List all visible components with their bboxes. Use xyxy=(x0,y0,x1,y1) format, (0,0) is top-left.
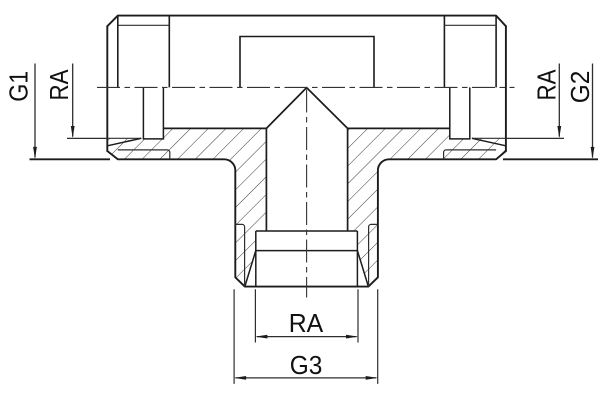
dimension-g3: G3 xyxy=(233,289,379,384)
ra-bottom-label: RA xyxy=(289,308,324,338)
section-hatching xyxy=(107,128,506,287)
g3-arrowhead-right xyxy=(365,376,378,380)
g1-arrowhead xyxy=(33,146,37,159)
leg-port-cone-right xyxy=(356,250,370,287)
ra-bottom-arrowhead-left xyxy=(255,334,268,339)
right-port-groove xyxy=(449,87,471,140)
dimension-ra-right: RA xyxy=(505,63,564,140)
g2-arrowhead xyxy=(590,146,595,159)
leg-thread-left xyxy=(235,223,246,287)
dimension-ra-left: RA xyxy=(44,63,108,140)
left-port-groove xyxy=(142,87,165,140)
dimension-g2: G2 xyxy=(503,63,598,161)
dimension-g1: G1 xyxy=(4,63,110,161)
ra-bottom-arrowhead-right xyxy=(346,334,358,339)
root-bottom-right xyxy=(443,149,497,160)
dimension-ra-bottom: RA xyxy=(254,289,359,343)
top-center-feature xyxy=(239,35,375,88)
thread-root-lines xyxy=(117,24,497,160)
thread-boundaries xyxy=(117,15,497,88)
g2-label: G2 xyxy=(565,71,595,104)
ra-right-label: RA xyxy=(531,69,561,101)
hatch-area-right xyxy=(347,128,506,287)
right-port-cone xyxy=(471,137,507,147)
right-port xyxy=(449,87,507,147)
outline-top xyxy=(106,14,507,28)
hatch-area-left xyxy=(107,128,267,287)
ra-right-arrowhead xyxy=(557,126,562,138)
g1-label: G1 xyxy=(4,71,34,102)
left-port-cone xyxy=(107,137,142,147)
g3-label: G3 xyxy=(290,350,323,380)
leg-thread-right xyxy=(368,223,378,287)
ra-left-arrowhead xyxy=(70,126,75,138)
leg-thread xyxy=(235,223,378,287)
ra-left-label: RA xyxy=(44,69,74,101)
root-bottom-left xyxy=(117,149,171,160)
left-port xyxy=(107,87,165,147)
centerlines xyxy=(97,86,515,298)
g3-arrowhead-left xyxy=(234,376,247,380)
leg-port-cone-left xyxy=(244,250,257,287)
